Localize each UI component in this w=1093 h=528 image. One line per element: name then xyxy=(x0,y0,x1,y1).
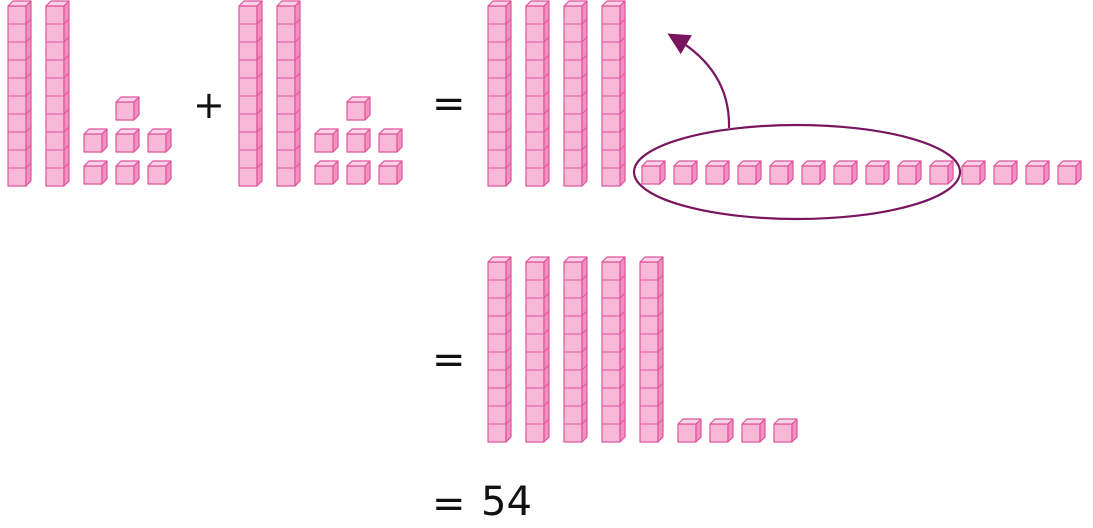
unit-cube xyxy=(773,418,798,443)
unit-cube xyxy=(897,160,922,185)
ten-rod xyxy=(563,256,588,443)
unit-cube xyxy=(115,160,140,185)
ten-rod xyxy=(45,0,70,187)
ten-rod xyxy=(563,0,588,187)
ten-rod xyxy=(525,0,550,187)
unit-cube xyxy=(737,160,762,185)
unit-cube xyxy=(1025,160,1050,185)
ten-rod xyxy=(601,256,626,443)
equals-sign-3: = xyxy=(432,481,466,527)
ten-ones-loop xyxy=(632,123,962,221)
unit-cube xyxy=(641,160,666,185)
unit-cube xyxy=(147,160,172,185)
unit-cube xyxy=(769,160,794,185)
unit-cube xyxy=(115,96,140,121)
ten-rod xyxy=(487,0,512,187)
unit-cube xyxy=(1057,160,1082,185)
unit-cube xyxy=(865,160,890,185)
unit-cube xyxy=(677,418,702,443)
ten-rod xyxy=(639,256,664,443)
ten-rod xyxy=(276,0,301,187)
unit-cube xyxy=(741,418,766,443)
unit-cube xyxy=(147,128,172,153)
unit-cube xyxy=(709,418,734,443)
unit-cube xyxy=(346,160,371,185)
ten-rod xyxy=(525,256,550,443)
equals-sign-1: = xyxy=(432,81,466,127)
unit-cube xyxy=(673,160,698,185)
unit-cube xyxy=(314,128,339,153)
ten-rod xyxy=(601,0,626,187)
unit-cube xyxy=(115,128,140,153)
unit-cube xyxy=(378,128,403,153)
ten-rod xyxy=(7,0,32,187)
equals-sign-2: = xyxy=(432,337,466,383)
regroup-arrow xyxy=(667,33,731,129)
unit-cube xyxy=(961,160,986,185)
unit-cube xyxy=(378,160,403,185)
unit-cube xyxy=(993,160,1018,185)
result-value: 54 xyxy=(481,479,532,525)
unit-cube xyxy=(346,96,371,121)
unit-cube xyxy=(83,128,108,153)
unit-cube xyxy=(83,160,108,185)
ten-rod xyxy=(487,256,512,443)
ten-rod xyxy=(238,0,263,187)
unit-cube xyxy=(346,128,371,153)
unit-cube xyxy=(705,160,730,185)
unit-cube xyxy=(833,160,858,185)
unit-cube xyxy=(929,160,954,185)
unit-cube xyxy=(801,160,826,185)
plus-sign: + xyxy=(193,83,225,127)
unit-cube xyxy=(314,160,339,185)
